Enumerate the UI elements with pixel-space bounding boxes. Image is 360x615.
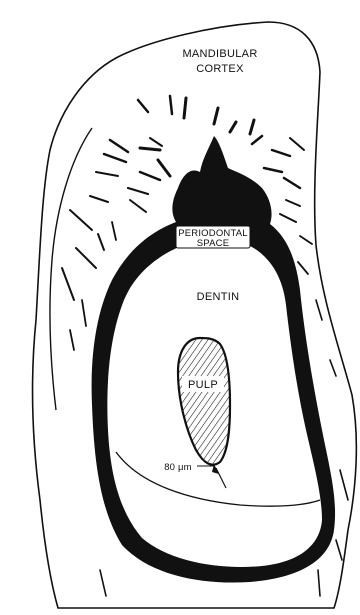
dentin-label: DENTIN (197, 291, 240, 303)
cortex-label-line1: MANDIBULAR (182, 48, 257, 60)
periodontal-label-line2: SPACE (197, 238, 230, 249)
cortex-label-line2: CORTEX (196, 63, 244, 75)
enamel-label: ENAMEL (200, 543, 247, 555)
measurement-label: 80 μm (164, 462, 192, 473)
pulp-label: PULP (188, 379, 218, 391)
